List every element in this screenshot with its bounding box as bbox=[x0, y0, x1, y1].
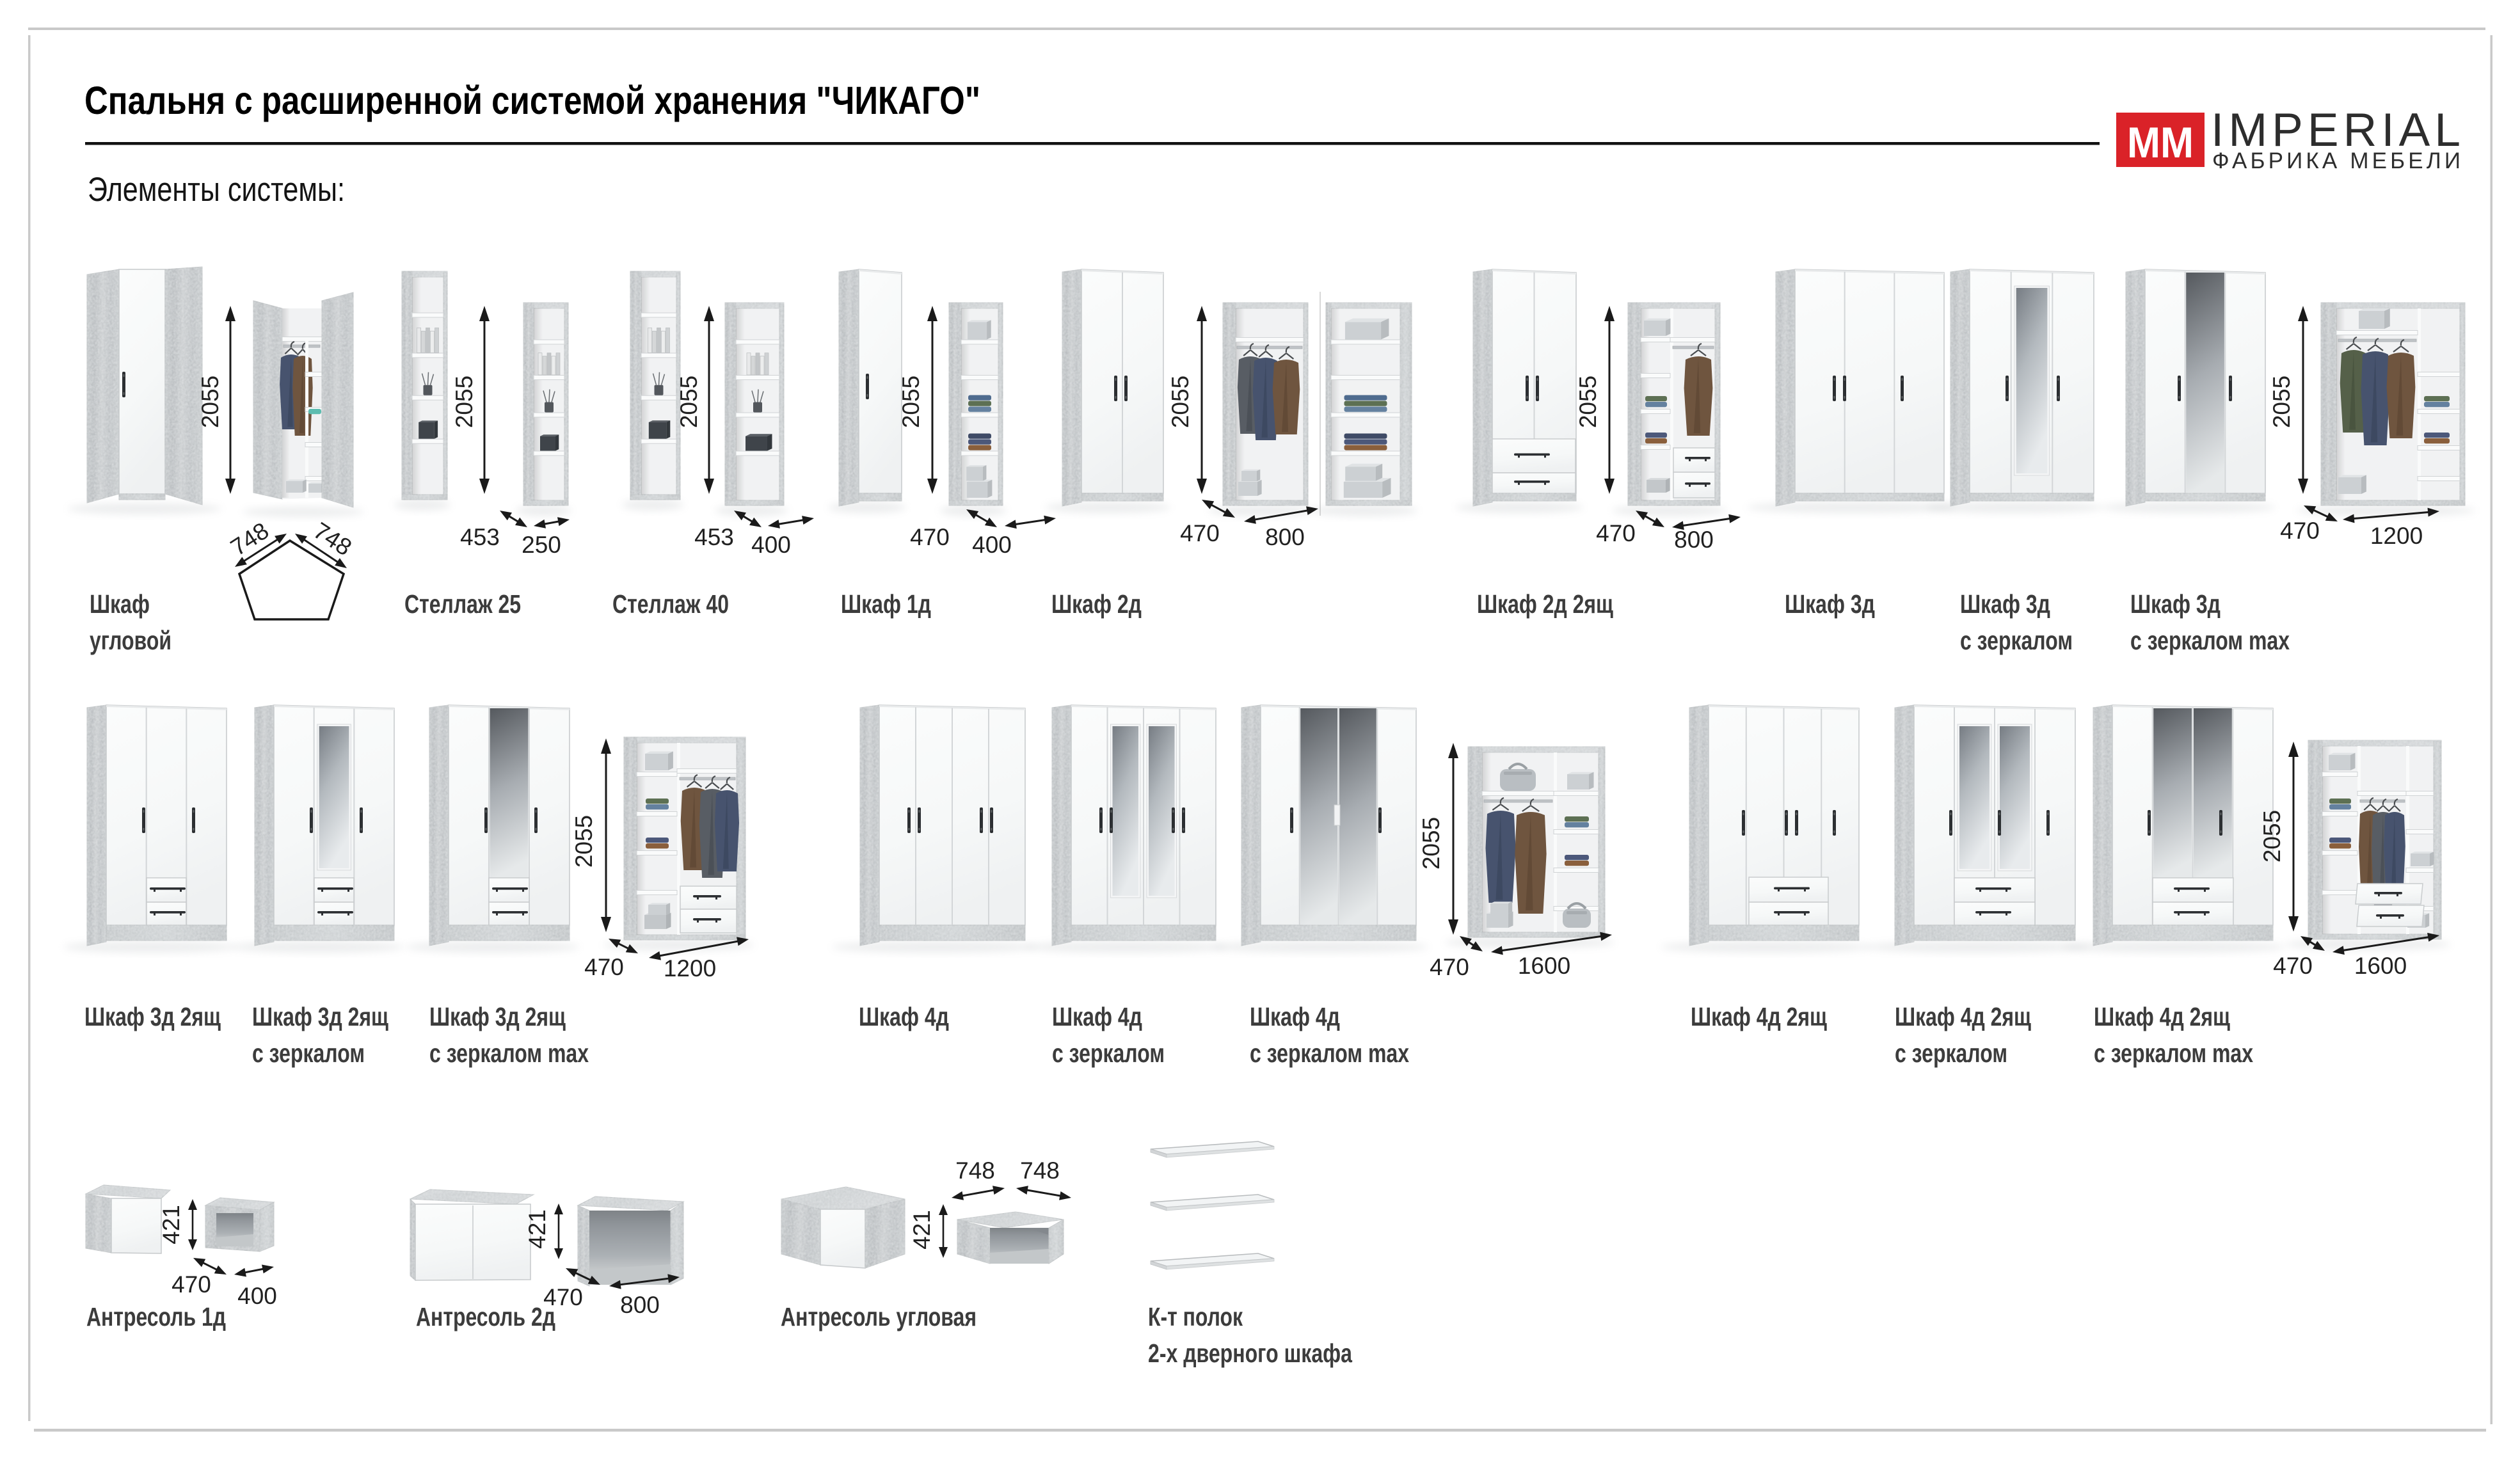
svg-text:с зеркалом max: с зеркалом max bbox=[429, 1038, 589, 1068]
svg-text:Шкаф 4д: Шкаф 4д bbox=[1052, 1002, 1142, 1031]
svg-text:2055: 2055 bbox=[1167, 376, 1193, 428]
svg-text:Шкаф 3д: Шкаф 3д bbox=[1785, 589, 1875, 619]
svg-text:470: 470 bbox=[2273, 953, 2313, 979]
svg-text:2055: 2055 bbox=[197, 376, 223, 428]
svg-text:Элементы системы:: Элементы системы: bbox=[88, 171, 345, 209]
svg-text:Шкаф 2д 2ящ: Шкаф 2д 2ящ bbox=[1477, 589, 1613, 619]
svg-text:Антресоль 2д: Антресоль 2д bbox=[416, 1302, 555, 1331]
svg-text:470: 470 bbox=[910, 524, 950, 550]
svg-text:Шкаф 4д: Шкаф 4д bbox=[859, 1002, 949, 1031]
svg-text:400: 400 bbox=[972, 532, 1012, 558]
svg-text:470: 470 bbox=[171, 1271, 211, 1298]
svg-text:угловой: угловой bbox=[90, 626, 171, 655]
svg-text:Шкаф 4д 2ящ: Шкаф 4д 2ящ bbox=[2094, 1002, 2230, 1031]
svg-text:Шкаф 2д: Шкаф 2д bbox=[1051, 589, 1142, 619]
svg-text:421: 421 bbox=[909, 1210, 935, 1250]
svg-text:2055: 2055 bbox=[2269, 376, 2295, 428]
svg-text:2055: 2055 bbox=[451, 376, 477, 428]
svg-text:1600: 1600 bbox=[2354, 953, 2407, 979]
svg-text:Антресоль угловая: Антресоль угловая bbox=[781, 1302, 977, 1331]
svg-text:с зеркалом: с зеркалом bbox=[1895, 1038, 2007, 1068]
svg-text:2055: 2055 bbox=[2259, 810, 2285, 862]
svg-text:Шкаф 3д 2ящ: Шкаф 3д 2ящ bbox=[84, 1002, 221, 1031]
svg-text:470: 470 bbox=[584, 954, 624, 980]
svg-text:ФАБРИКА МЕБЕЛИ: ФАБРИКА МЕБЕЛИ bbox=[2212, 148, 2460, 173]
svg-text:2055: 2055 bbox=[898, 376, 924, 428]
svg-text:400: 400 bbox=[751, 532, 791, 558]
svg-text:470: 470 bbox=[1430, 954, 1469, 980]
svg-text:2055: 2055 bbox=[571, 815, 597, 868]
svg-text:Стеллаж 40: Стеллаж 40 bbox=[612, 589, 729, 619]
svg-text:1200: 1200 bbox=[2370, 523, 2423, 549]
svg-text:с зеркалом max: с зеркалом max bbox=[1250, 1038, 1409, 1068]
svg-text:Шкаф 3д 2ящ: Шкаф 3д 2ящ bbox=[252, 1002, 388, 1031]
svg-text:748: 748 bbox=[955, 1157, 995, 1184]
svg-text:1200: 1200 bbox=[664, 955, 716, 981]
svg-text:421: 421 bbox=[524, 1209, 550, 1249]
svg-text:Шкаф 4д 2ящ: Шкаф 4д 2ящ bbox=[1691, 1002, 1827, 1031]
svg-text:2055: 2055 bbox=[676, 376, 702, 428]
svg-text:Шкаф 3д: Шкаф 3д bbox=[1960, 589, 2050, 619]
svg-text:2-х дверного шкафа: 2-х дверного шкафа bbox=[1148, 1339, 1353, 1368]
svg-text:Шкаф 1д: Шкаф 1д bbox=[841, 589, 931, 619]
svg-text:453: 453 bbox=[460, 524, 500, 550]
svg-text:IMPERIAL: IMPERIAL bbox=[2211, 104, 2460, 156]
svg-text:Шкаф 4д 2ящ: Шкаф 4д 2ящ bbox=[1895, 1002, 2031, 1031]
svg-text:1600: 1600 bbox=[1518, 953, 1570, 979]
svg-text:Шкаф 3д 2ящ: Шкаф 3д 2ящ bbox=[429, 1002, 566, 1031]
svg-text:Шкаф 3д: Шкаф 3д bbox=[2130, 589, 2221, 619]
svg-text:800: 800 bbox=[1674, 527, 1714, 553]
svg-text:421: 421 bbox=[158, 1205, 184, 1244]
svg-text:с зеркалом: с зеркалом bbox=[252, 1038, 365, 1068]
svg-text:с зеркалом: с зеркалом bbox=[1960, 626, 2073, 655]
svg-text:470: 470 bbox=[543, 1284, 583, 1310]
svg-text:2055: 2055 bbox=[1575, 376, 1601, 428]
svg-text:748: 748 bbox=[1020, 1157, 1060, 1184]
svg-text:с зеркалом max: с зеркалом max bbox=[2094, 1038, 2253, 1068]
svg-text:2055: 2055 bbox=[1418, 817, 1444, 870]
svg-text:Спальня с расширенной системой: Спальня с расширенной системой хранения … bbox=[84, 79, 980, 122]
svg-text:MM: MM bbox=[2127, 118, 2194, 167]
svg-text:470: 470 bbox=[1180, 520, 1220, 546]
svg-text:800: 800 bbox=[1265, 524, 1305, 550]
svg-text:800: 800 bbox=[620, 1292, 660, 1318]
svg-text:Антресоль 1д: Антресоль 1д bbox=[86, 1302, 226, 1331]
svg-text:К-т полок: К-т полок bbox=[1148, 1302, 1243, 1331]
svg-text:с зеркалом: с зеркалом bbox=[1052, 1038, 1165, 1068]
svg-text:470: 470 bbox=[1596, 520, 1636, 546]
svg-text:250: 250 bbox=[522, 532, 561, 558]
svg-text:Стеллаж 25: Стеллаж 25 bbox=[404, 589, 521, 619]
svg-text:с зеркалом max: с зеркалом max bbox=[2130, 626, 2290, 655]
svg-text:400: 400 bbox=[237, 1283, 277, 1309]
svg-text:Шкаф 4д: Шкаф 4д bbox=[1250, 1002, 1340, 1031]
svg-text:453: 453 bbox=[694, 524, 734, 550]
svg-text:470: 470 bbox=[2280, 518, 2320, 544]
svg-text:Шкаф: Шкаф bbox=[90, 589, 150, 619]
